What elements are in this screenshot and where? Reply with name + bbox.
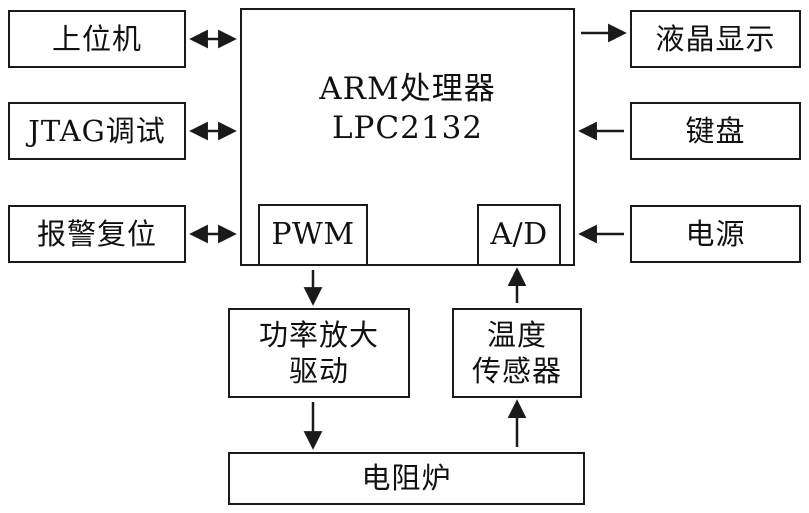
block-arm-processor-text: ARM处理器 LPC2132: [319, 70, 495, 204]
block-keyboard-label: 键盘: [685, 113, 746, 148]
block-keyboard: 键盘: [630, 102, 801, 160]
block-jtag-debug: JTAG调试: [8, 102, 186, 160]
amp-line1: 功率放大: [258, 317, 379, 352]
block-pwm-label: PWM: [271, 217, 355, 253]
block-pwm: PWM: [258, 204, 368, 266]
block-lcd-display: 液晶显示: [630, 10, 801, 68]
block-lcd-display-label: 液晶显示: [655, 21, 776, 56]
block-ad-converter-label: A/D: [490, 217, 548, 253]
block-host-computer: 上位机: [8, 10, 186, 68]
block-host-computer-label: 上位机: [51, 21, 142, 56]
sensor-line1: 温度: [486, 317, 547, 352]
block-alarm-reset: 报警复位: [8, 205, 186, 263]
block-resistance-furnace: 电阻炉: [228, 452, 585, 505]
amp-line2: 驱动: [288, 354, 349, 388]
block-resistance-furnace-label: 电阻炉: [361, 461, 452, 496]
arm-processor-line2: LPC2132: [331, 110, 484, 146]
block-alarm-reset-label: 报警复位: [36, 216, 157, 251]
block-power-amplifier-drive-text: 功率放大 驱动: [259, 317, 379, 390]
sensor-line2: 传感器: [471, 354, 562, 388]
block-power-amplifier-drive: 功率放大 驱动: [228, 308, 410, 398]
block-power-supply: 电源: [630, 205, 801, 263]
block-jtag-debug-label: JTAG调试: [28, 113, 166, 148]
arm-processor-line1: ARM处理器: [319, 71, 496, 108]
block-temperature-sensor: 温度 传感器: [452, 308, 582, 398]
block-ad-converter: A/D: [477, 204, 561, 266]
block-power-supply-label: 电源: [685, 216, 746, 251]
block-temperature-sensor-text: 温度 传感器: [472, 317, 562, 390]
